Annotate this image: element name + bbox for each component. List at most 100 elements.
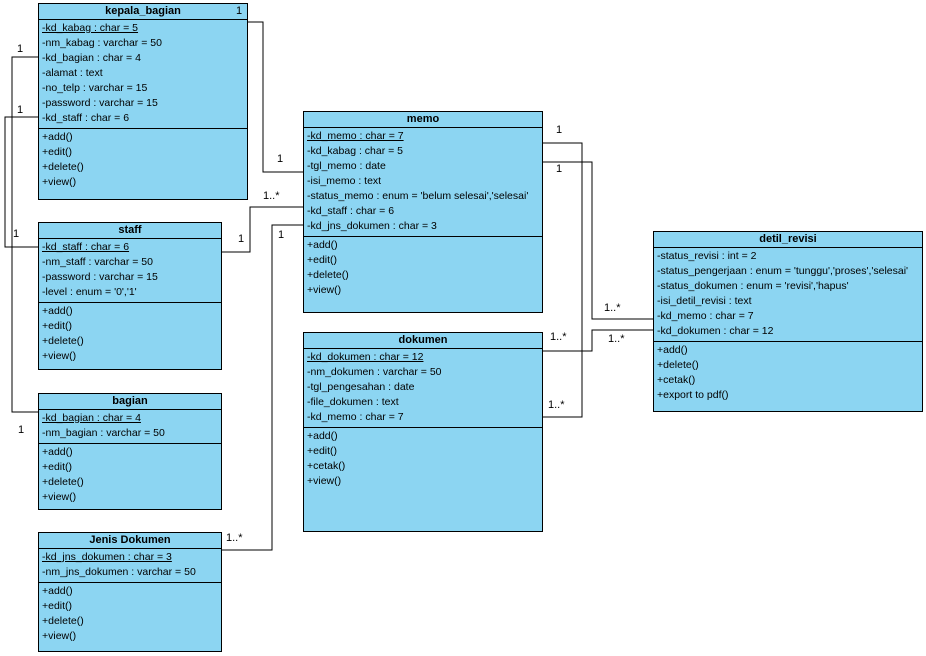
class-dokumen[interactable]: dokumen -kd_dokumen : char = 12 -nm_doku… bbox=[303, 332, 543, 532]
attribute-row: -kd_memo : char = 7 bbox=[657, 310, 754, 322]
attribute-row: -status_pengerjaan : enum = 'tunggu','pr… bbox=[657, 265, 909, 277]
attribute-row: -kd_jns_dokumen : char = 3 bbox=[307, 220, 437, 232]
class-title: staff bbox=[39, 223, 221, 239]
attributes-compartment: -kd_kabag : char = 5 -nm_kabag : varchar… bbox=[39, 20, 247, 129]
attribute-row: -status_revisi : int = 2 bbox=[657, 250, 757, 262]
class-memo[interactable]: memo -kd_memo : char = 7 -kd_kabag : cha… bbox=[303, 111, 543, 313]
association-jenis-memo bbox=[222, 224, 303, 551]
method-row: +delete() bbox=[42, 476, 84, 488]
method-row: +add() bbox=[42, 131, 73, 143]
method-row: +edit() bbox=[42, 146, 73, 158]
association-kepala-memo bbox=[248, 21, 303, 173]
multiplicity-label: 1 bbox=[277, 153, 284, 165]
class-staff[interactable]: staff -kd_staff : char = 6 -nm_staff : v… bbox=[38, 222, 222, 370]
attribute-row: -password : varchar = 15 bbox=[42, 97, 158, 109]
multiplicity-label: 1..* bbox=[604, 302, 621, 314]
attribute-row: -kd_jns_dokumen : char = 3 bbox=[42, 551, 172, 563]
method-row: +cetak() bbox=[307, 460, 346, 472]
attribute-row: -kd_dokumen : char = 12 bbox=[657, 325, 774, 337]
method-row: +delete() bbox=[657, 359, 699, 371]
multiplicity-label: 1..* bbox=[226, 532, 243, 544]
method-row: +edit() bbox=[307, 254, 338, 266]
method-row: +delete() bbox=[307, 269, 349, 281]
method-row: +delete() bbox=[42, 615, 84, 627]
multiplicity-label: 1..* bbox=[608, 333, 625, 345]
method-row: +edit() bbox=[42, 600, 73, 612]
attribute-row: -kd_bagian : char = 4 bbox=[42, 52, 141, 64]
class-detil-revisi[interactable]: detil_revisi -status_revisi : int = 2 -s… bbox=[653, 231, 923, 412]
multiplicity-label: 1 bbox=[18, 424, 25, 436]
attribute-row: -tgl_pengesahan : date bbox=[307, 381, 415, 393]
multiplicity-label: 1..* bbox=[548, 399, 565, 411]
method-row: +view() bbox=[42, 176, 77, 188]
method-row: +view() bbox=[42, 350, 77, 362]
methods-compartment: +add() +delete() +cetak() +export to pdf… bbox=[654, 342, 922, 403]
attribute-row: -kd_bagian : char = 4 bbox=[42, 412, 141, 424]
attribute-row: -alamat : text bbox=[42, 67, 103, 79]
attribute-row: -file_dokumen : text bbox=[307, 396, 399, 408]
method-row: +export to pdf() bbox=[657, 389, 729, 401]
methods-compartment: +add() +edit() +delete() +view() bbox=[39, 303, 221, 364]
association-kepala-staff bbox=[4, 116, 38, 248]
multiplicity-label: 1..* bbox=[550, 331, 567, 343]
attribute-row: -nm_bagian : varchar = 50 bbox=[42, 427, 165, 439]
method-row: +cetak() bbox=[657, 374, 696, 386]
attribute-row: -nm_jns_dokumen : varchar = 50 bbox=[42, 566, 196, 578]
attribute-row: -password : varchar = 15 bbox=[42, 271, 158, 283]
class-kepala-bagian[interactable]: kepala_bagian -kd_kabag : char = 5 -nm_k… bbox=[38, 3, 248, 200]
method-row: +view() bbox=[42, 630, 77, 642]
method-row: +view() bbox=[307, 475, 342, 487]
method-row: +edit() bbox=[42, 320, 73, 332]
method-row: +add() bbox=[42, 305, 73, 317]
methods-compartment: +add() +edit() +delete() +view() bbox=[39, 583, 221, 644]
method-row: +add() bbox=[42, 585, 73, 597]
association-memo-dokumen bbox=[543, 142, 583, 418]
class-title: detil_revisi bbox=[654, 232, 922, 248]
methods-compartment: +add() +edit() +delete() +view() bbox=[39, 444, 221, 505]
attribute-row: -nm_dokumen : varchar = 50 bbox=[307, 366, 442, 378]
method-row: +add() bbox=[307, 430, 338, 442]
attributes-compartment: -status_revisi : int = 2 -status_pengerj… bbox=[654, 248, 922, 342]
multiplicity-label: 1 bbox=[236, 5, 243, 17]
attribute-row: -kd_kabag : char = 5 bbox=[307, 145, 404, 157]
attribute-row: -status_dokumen : enum = 'revisi','hapus… bbox=[657, 280, 849, 292]
attribute-row: -kd_staff : char = 6 bbox=[42, 241, 130, 253]
class-jenis-dokumen[interactable]: Jenis Dokumen -kd_jns_dokumen : char = 3… bbox=[38, 532, 222, 652]
multiplicity-label: 1 bbox=[17, 104, 24, 116]
multiplicity-label: 1 bbox=[238, 233, 245, 245]
attribute-row: -isi_detil_revisi : text bbox=[657, 295, 752, 307]
multiplicity-label: 1 bbox=[556, 124, 563, 136]
method-row: +add() bbox=[657, 344, 688, 356]
attributes-compartment: -kd_dokumen : char = 12 -nm_dokumen : va… bbox=[304, 349, 542, 428]
attribute-row: -kd_staff : char = 6 bbox=[42, 112, 130, 124]
class-title: kepala_bagian bbox=[39, 4, 247, 20]
association-kepala-bagian bbox=[11, 56, 38, 413]
multiplicity-label: 1..* bbox=[263, 190, 280, 202]
attribute-row: -tgl_memo : date bbox=[307, 160, 386, 172]
class-title: Jenis Dokumen bbox=[39, 533, 221, 549]
attribute-row: -kd_kabag : char = 5 bbox=[42, 22, 139, 34]
class-bagian[interactable]: bagian -kd_bagian : char = 4 -nm_bagian … bbox=[38, 393, 222, 510]
association-staff-memo bbox=[222, 206, 303, 253]
method-row: +view() bbox=[42, 491, 77, 503]
attribute-row: -status_memo : enum = 'belum selesai','s… bbox=[307, 190, 529, 202]
multiplicity-label: 1 bbox=[556, 163, 563, 175]
method-row: +add() bbox=[307, 239, 338, 251]
method-row: +edit() bbox=[307, 445, 338, 457]
attribute-row: -kd_staff : char = 6 bbox=[307, 205, 395, 217]
association-memo-detil bbox=[543, 161, 653, 320]
association-dokumen-detil bbox=[543, 329, 653, 352]
methods-compartment: +add() +edit() +cetak() +view() bbox=[304, 428, 542, 489]
methods-compartment: +add() +edit() +delete() +view() bbox=[39, 129, 247, 190]
attribute-row: -kd_memo : char = 7 bbox=[307, 130, 404, 142]
attributes-compartment: -kd_bagian : char = 4 -nm_bagian : varch… bbox=[39, 410, 221, 444]
multiplicity-label: 1 bbox=[13, 228, 20, 240]
multiplicity-label: 1 bbox=[17, 43, 24, 55]
attributes-compartment: -kd_memo : char = 7 -kd_kabag : char = 5… bbox=[304, 128, 542, 237]
attribute-row: -nm_staff : varchar = 50 bbox=[42, 256, 153, 268]
attribute-row: -nm_kabag : varchar = 50 bbox=[42, 37, 162, 49]
class-title: memo bbox=[304, 112, 542, 128]
method-row: +edit() bbox=[42, 461, 73, 473]
